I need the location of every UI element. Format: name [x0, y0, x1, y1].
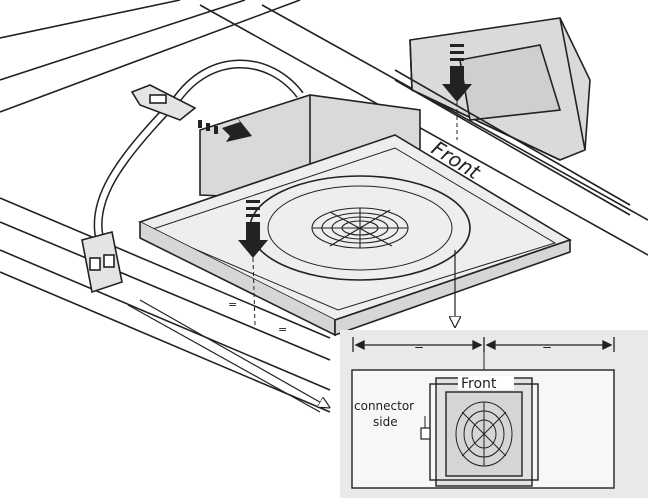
equal-mark-inset-left: = [414, 339, 424, 353]
equal-mark-main-1: = [228, 298, 237, 311]
grille-panel [137, 134, 572, 337]
connector-label-line2: side [373, 415, 398, 429]
equal-mark-main-2: = [278, 323, 287, 336]
connector-label-line1: connector [354, 399, 414, 413]
arrow-down-housing [442, 44, 472, 102]
center-lines [252, 102, 458, 326]
fan-grille-lines [311, 207, 409, 249]
inset-fan-grille [455, 401, 513, 467]
junction-connector [81, 231, 123, 294]
connector-side-marker [420, 427, 431, 440]
inset-dimension-line [352, 337, 615, 352]
pointer-arrows [127, 250, 455, 413]
plug-connector [130, 84, 197, 121]
arrow-connector-insert [198, 116, 252, 142]
inset-front-label: Front [461, 376, 497, 392]
arrow-down-panel [238, 200, 268, 258]
ceiling-joists [0, 0, 648, 413]
equal-mark-inset-right: = [542, 339, 552, 353]
inset-top-view: = = Front connector side [340, 330, 648, 498]
wall-duct-box [394, 17, 631, 216]
power-cable [93, 59, 304, 242]
